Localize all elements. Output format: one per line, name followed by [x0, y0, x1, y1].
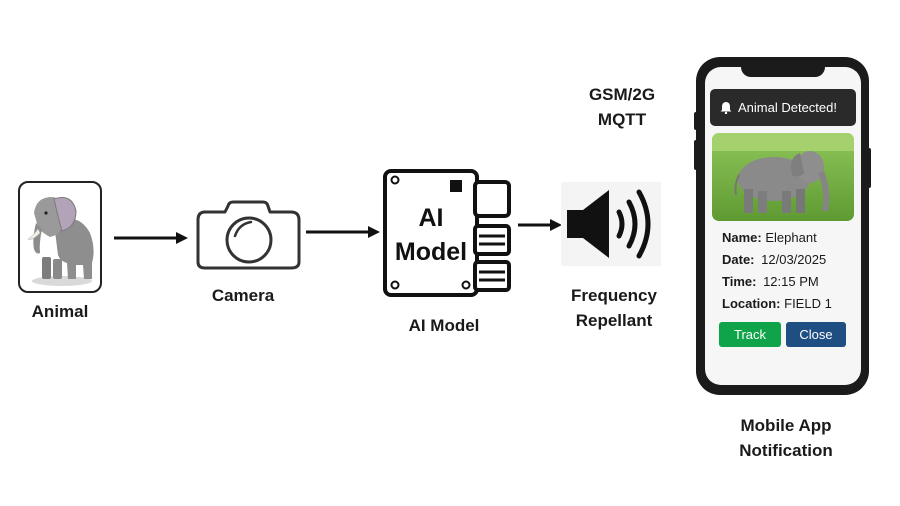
elephant-photo-image	[712, 133, 854, 221]
arrow-animal-to-camera	[114, 232, 188, 244]
mobile-label-line1: Mobile App	[740, 416, 832, 435]
repellant-label-line1: Frequency	[571, 286, 657, 305]
elephant-photo	[712, 133, 854, 221]
animal-label: Animal	[31, 302, 89, 321]
camera-label: Camera	[211, 286, 275, 305]
speaker-icon	[567, 189, 651, 259]
info-row-time: Time: 12:15 PM	[722, 274, 819, 289]
elephant-icon	[27, 197, 94, 286]
info-value: 12/03/2025	[761, 252, 827, 267]
animal-tile	[18, 181, 102, 293]
chip-text-line2: Model	[394, 238, 468, 266]
notification-bar[interactable]: Animal Detected!	[710, 89, 856, 126]
bell-icon	[720, 102, 732, 114]
info-key: Time:	[722, 274, 757, 289]
camera-icon	[196, 200, 301, 270]
ai-model-chip: AI Model	[382, 168, 514, 298]
notification-title: Animal Detected!	[738, 100, 837, 115]
arrow-camera-to-ai	[306, 226, 380, 238]
info-value: Elephant	[765, 230, 817, 245]
comms-label-line1: GSM/2G	[588, 85, 656, 104]
repellant-label-line2: Repellant	[575, 311, 653, 330]
mobile-label-line2: Notification	[739, 441, 833, 460]
chip-icon	[383, 169, 511, 297]
info-value: FIELD 1	[784, 296, 832, 311]
info-key: Location:	[722, 296, 781, 311]
close-button[interactable]: Close	[786, 322, 846, 347]
info-key: Name:	[722, 230, 762, 245]
track-button[interactable]: Track	[719, 322, 781, 347]
info-row-location: Location: FIELD 1	[722, 296, 832, 311]
info-row-date: Date: 12/03/2025	[722, 252, 826, 267]
info-row-name: Name: Elephant	[722, 230, 817, 245]
phone-power-button	[867, 148, 871, 188]
phone-notch	[741, 59, 825, 77]
info-value: 12:15 PM	[763, 274, 819, 289]
arrow-ai-to-repellant	[518, 219, 562, 231]
comms-label-line2: MQTT	[597, 110, 647, 129]
ai-model-label: AI Model	[408, 316, 480, 335]
chip-text-line1: AI	[418, 204, 444, 232]
speaker-box	[561, 182, 661, 266]
info-key: Date:	[722, 252, 755, 267]
